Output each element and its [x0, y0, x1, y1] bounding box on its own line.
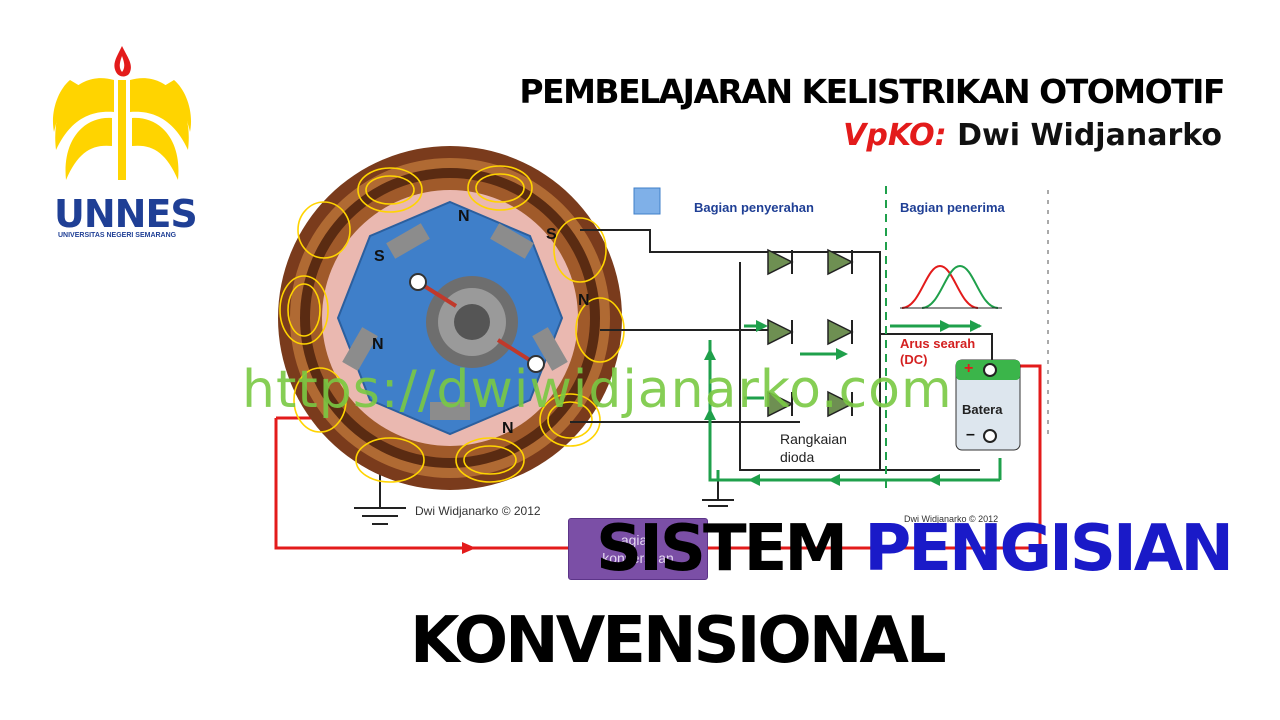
title-word-pengisian: PENGISIAN — [864, 512, 1234, 586]
label-direct-current-line2: (DC) — [900, 352, 928, 367]
battery-plus-terminal: + — [964, 360, 974, 377]
pole-label-s-left: S — [374, 248, 385, 265]
battery-minus-terminal: – — [966, 426, 975, 443]
header-author: Dwi Widjanarko — [946, 118, 1222, 153]
slide-title-line1: SISTEM PENGISIAN — [596, 512, 1234, 586]
logo-name: UNNES — [54, 192, 198, 236]
label-direct-current: Arus searah (DC) — [900, 336, 975, 368]
header-title: PEMBELAJARAN KELISTRIKAN OTOMOTIF — [519, 72, 1225, 111]
slide-title-line2: KONVENSIONAL — [410, 604, 947, 678]
label-diode-circuit-line1: Rangkaian — [780, 431, 847, 447]
diagram-copyright-right: Dwi Widjanarko © 2012 — [904, 514, 999, 524]
label-diode-circuit: Rangkaian dioda — [780, 430, 847, 466]
label-direct-current-line1: Arus searah — [900, 336, 976, 351]
alternator-circuit-illustration — [274, 146, 1049, 554]
charging-system-diagram: Bagian penyerahan Bagian penerima Arus s… — [240, 140, 1060, 560]
logo-subtitle: UNIVERSITAS NEGERI SEMARANG — [58, 232, 177, 239]
button-label-line2: konversi an — [602, 550, 674, 566]
button-label-line1: agian — [620, 532, 656, 548]
label-supply-section: Bagian penyerahan — [694, 200, 814, 215]
website-watermark: https://dwiwidjanarko.com — [242, 360, 953, 420]
pole-label-n-bottom: N — [502, 420, 514, 437]
label-receiver-section: Bagian penerima — [900, 200, 1005, 215]
pole-label-n-left: N — [372, 336, 384, 353]
pole-label-s-right: S — [546, 226, 557, 243]
label-diode-circuit-line2: dioda — [780, 449, 815, 465]
pole-label-n-top: N — [458, 208, 470, 225]
diagram-copyright-left: Dwi Widjanarko © 2012 — [415, 504, 541, 518]
pole-label-n-right: N — [578, 292, 590, 309]
title-word-sistem: SISTEM — [596, 512, 848, 586]
header-role: VpKO: — [843, 118, 947, 153]
header-subtitle: VpKO: Dwi Widjanarko — [843, 118, 1222, 153]
unnes-logo-icon — [52, 46, 192, 180]
diagram-section-button[interactable]: agian konversi an — [568, 518, 708, 580]
label-battery: Batera — [962, 402, 1003, 417]
